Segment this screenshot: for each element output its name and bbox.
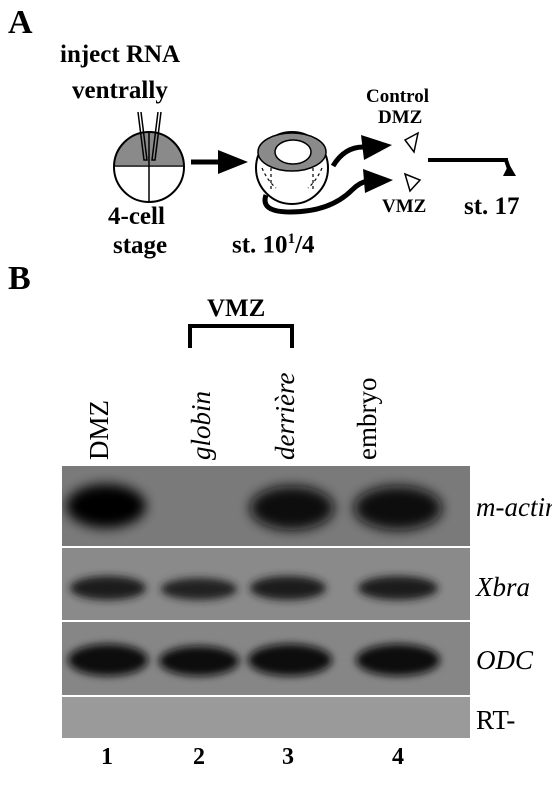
lane-label-dmz: DMZ bbox=[84, 400, 114, 460]
vmz-bracket-label: VMZ bbox=[207, 295, 266, 322]
lane-label-embryo: embryo bbox=[352, 377, 382, 460]
lane-label-derriere: derrière bbox=[270, 372, 300, 460]
injection-needles bbox=[137, 111, 162, 161]
band-odc-3 bbox=[248, 644, 332, 676]
stage-10-label: st. 101/4 bbox=[232, 231, 315, 259]
vmz-explant bbox=[403, 172, 422, 193]
row-label-rt-minus: RT- bbox=[476, 705, 516, 735]
control-label: Control bbox=[366, 86, 429, 107]
gel-image bbox=[62, 466, 470, 738]
panel-b-letter: B bbox=[8, 260, 31, 297]
lane-number-3: 3 bbox=[282, 744, 294, 770]
band-m-actin-4 bbox=[354, 486, 442, 530]
arrow-to-dmz bbox=[330, 135, 392, 168]
bands-xbra bbox=[70, 576, 438, 600]
gastrula-embryo bbox=[255, 131, 329, 205]
band-xbra-3 bbox=[250, 576, 326, 600]
gel-strip-rt bbox=[62, 697, 470, 738]
dmz-label: DMZ bbox=[378, 107, 423, 128]
stage-label-line1: 4-cell bbox=[108, 203, 165, 230]
row-label-odc: ODC bbox=[476, 645, 534, 675]
arrow-to-vmz bbox=[262, 169, 393, 215]
bands-m-actin bbox=[66, 484, 442, 530]
vmz-label-a: VMZ bbox=[382, 196, 427, 217]
lane-label-globin: globin bbox=[186, 390, 216, 460]
band-xbra-1 bbox=[70, 576, 146, 600]
stage-label-line2: stage bbox=[113, 232, 168, 259]
row-label-m-actin: m-actin bbox=[476, 492, 552, 522]
band-odc-1 bbox=[68, 644, 148, 676]
arrow-to-gastrula bbox=[191, 150, 248, 174]
vmz-bracket bbox=[188, 324, 294, 348]
band-m-actin-3 bbox=[250, 486, 334, 530]
lane-number-1: 1 bbox=[101, 744, 113, 770]
lane-number-4: 4 bbox=[392, 744, 404, 770]
lane-number-2: 2 bbox=[193, 744, 205, 770]
band-xbra-2 bbox=[161, 578, 237, 600]
dmz-explant bbox=[403, 131, 420, 154]
band-odc-4 bbox=[356, 644, 440, 676]
row-label-xbra: Xbra bbox=[476, 572, 530, 602]
band-xbra-4 bbox=[358, 576, 438, 600]
panel-a-diagram bbox=[113, 111, 516, 215]
stage-17-label: st. 17 bbox=[464, 193, 520, 220]
inject-label-line2: ventrally bbox=[72, 77, 168, 104]
inject-label-line1: inject RNA bbox=[60, 41, 181, 68]
band-m-actin-1 bbox=[66, 484, 146, 528]
arrow-to-st17 bbox=[428, 158, 516, 176]
bands-odc bbox=[68, 644, 440, 676]
band-odc-2 bbox=[159, 646, 239, 676]
panel-a-letter: A bbox=[8, 4, 33, 41]
